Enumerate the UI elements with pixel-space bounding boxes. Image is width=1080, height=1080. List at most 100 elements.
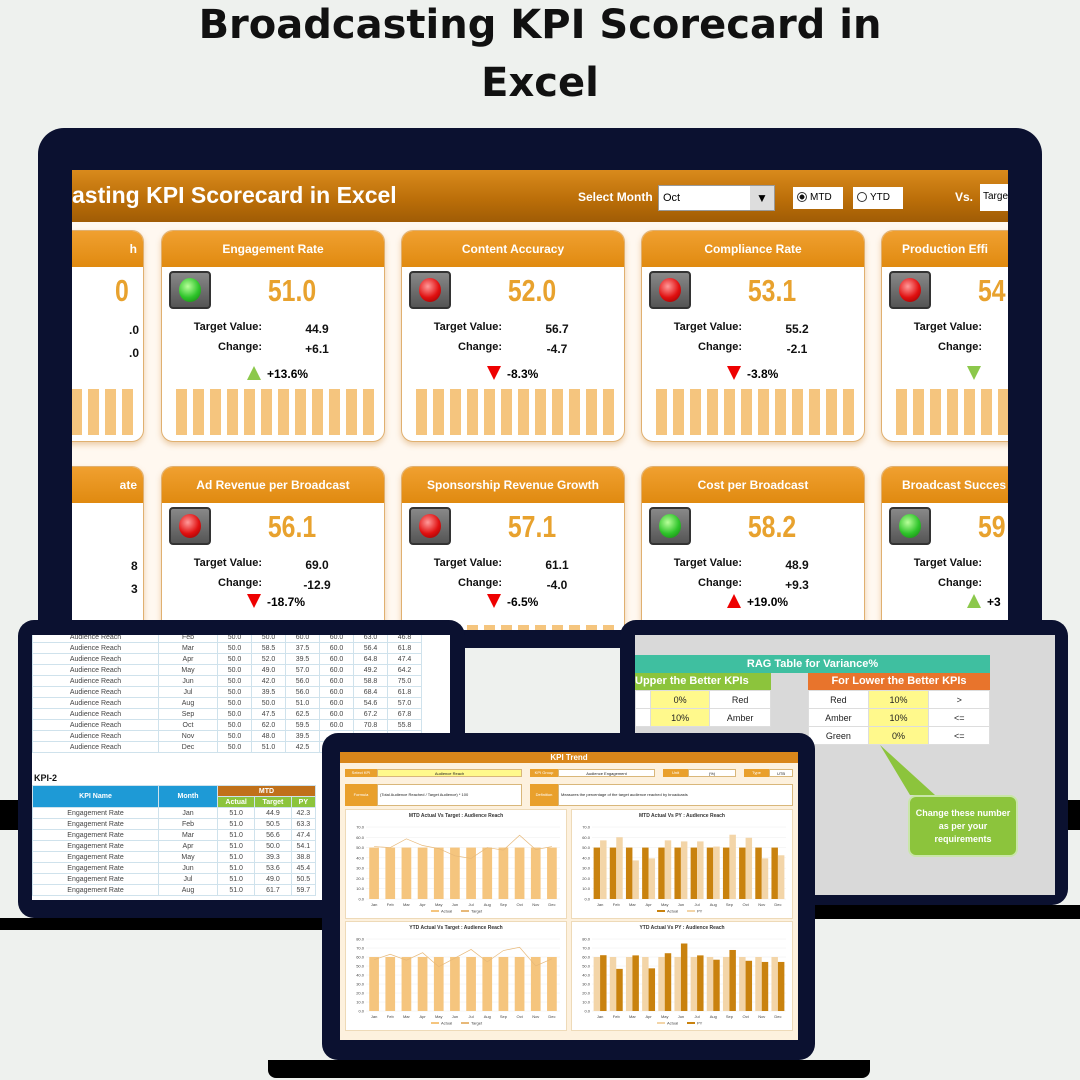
bar-actual	[771, 957, 778, 1011]
x-tick-label: Nov	[758, 902, 765, 907]
threshold-input[interactable]: 10%	[867, 690, 930, 709]
sparkline	[656, 389, 854, 435]
table-cell: 46.8	[387, 635, 422, 643]
chevron-down-icon[interactable]: ▼	[750, 186, 774, 210]
threshold-input[interactable]: 0%	[867, 726, 930, 745]
select-kpi-dropdown[interactable]: Audience Reach	[377, 769, 522, 777]
change-label: Change:	[218, 577, 262, 589]
bar-py	[729, 949, 736, 1011]
x-tick-label: Aug	[710, 1014, 717, 1019]
mtd-radio[interactable]: MTD	[793, 187, 843, 209]
y-tick-label: 30.0	[582, 982, 591, 987]
x-tick-label: Jul	[469, 1014, 474, 1019]
change-label: Change:	[938, 341, 982, 353]
arrow-up-icon	[247, 366, 261, 380]
bar-py	[632, 955, 639, 1011]
legend-label: Actual	[667, 1021, 678, 1026]
change-value: -4.0	[546, 578, 568, 592]
kpi-card-partial: ate 8 3	[72, 466, 144, 630]
table-cell: Feb	[158, 635, 218, 643]
bar-actual	[642, 847, 649, 899]
y-tick-label: 50.0	[582, 845, 591, 850]
sparkline-bar	[501, 389, 512, 435]
formula-label: Formula	[345, 784, 377, 806]
bar-actual	[593, 847, 601, 899]
legend-swatch	[431, 910, 439, 912]
card-title: Engagement Rate	[162, 231, 384, 267]
change-label: Change:	[698, 577, 742, 589]
definition-label: Definition	[530, 784, 558, 806]
sparkline-bar	[467, 625, 478, 630]
y-tick-label: 30.0	[356, 866, 365, 871]
x-tick-label: Jan	[371, 1014, 377, 1019]
bar-actual	[706, 957, 714, 1011]
sparkline-bar	[775, 389, 786, 435]
sparkline-bar	[210, 389, 221, 435]
x-tick-label: Aug	[484, 902, 491, 907]
bar-actual	[401, 847, 412, 899]
table-cell: 60.0	[319, 653, 354, 665]
bar-py	[600, 955, 607, 1011]
x-tick-label: Feb	[387, 1014, 395, 1019]
bar-actual	[417, 847, 428, 899]
legend-label: Target	[471, 909, 483, 914]
table-cell: 60.0	[319, 642, 354, 654]
bar-actual	[658, 957, 665, 1011]
threshold-input[interactable]: 10%	[649, 708, 711, 727]
x-tick-label: Apr	[419, 1014, 426, 1019]
sparkline-bar	[998, 389, 1008, 435]
table-cell: Engagement Rate	[32, 818, 159, 830]
arrow-down-icon	[487, 594, 501, 608]
card-value: 56.1	[267, 509, 317, 544]
card-title: Cost per Broadcast	[642, 467, 864, 503]
x-tick-label: Aug	[484, 1014, 491, 1019]
change-value: -2.1	[786, 342, 808, 356]
sparkline-bar	[261, 389, 272, 435]
target-label: Target Value:	[193, 557, 262, 569]
threshold-input[interactable]: 0%	[649, 690, 711, 709]
legend-swatch	[687, 910, 695, 912]
sparkline	[72, 389, 133, 435]
sparkline-bar	[518, 625, 529, 630]
table-cell: 59.5	[285, 719, 320, 731]
bar-actual	[658, 847, 665, 899]
table-cell: 64.8	[353, 653, 388, 665]
table-cell: 50.0	[217, 675, 252, 687]
select-month-label: Select Month	[578, 190, 653, 204]
x-tick-label: Dec	[774, 902, 781, 907]
x-tick-label: May	[661, 1014, 669, 1019]
y-tick-label: 40.0	[356, 973, 365, 978]
table-cell: 48.0	[251, 730, 286, 742]
table-cell: Audience Reach	[32, 664, 159, 676]
month-dropdown[interactable]: Oct▼	[658, 185, 775, 211]
table-cell: 50.0	[217, 653, 252, 665]
sparkline-bar	[484, 625, 495, 630]
y-tick-label: 60.0	[582, 955, 591, 960]
y-tick-label: 60.0	[582, 835, 591, 840]
ytd-radio[interactable]: YTD	[853, 187, 903, 209]
callout-note: Change these number as per your requirem…	[908, 795, 1018, 857]
x-tick-label: Oct	[516, 902, 523, 907]
table-cell: Apr	[158, 840, 218, 852]
y-tick-label: 70.0	[582, 946, 591, 951]
threshold-input[interactable]: 10%	[867, 708, 930, 727]
change-value: -17	[1007, 342, 1008, 356]
table-cell: 51.0	[216, 829, 256, 841]
x-tick-label: Mar	[403, 1014, 411, 1019]
rag-cell: Red	[808, 690, 869, 709]
table-cell: 47.5	[251, 708, 286, 720]
vs-dropdown[interactable]: Targe	[980, 184, 1008, 211]
